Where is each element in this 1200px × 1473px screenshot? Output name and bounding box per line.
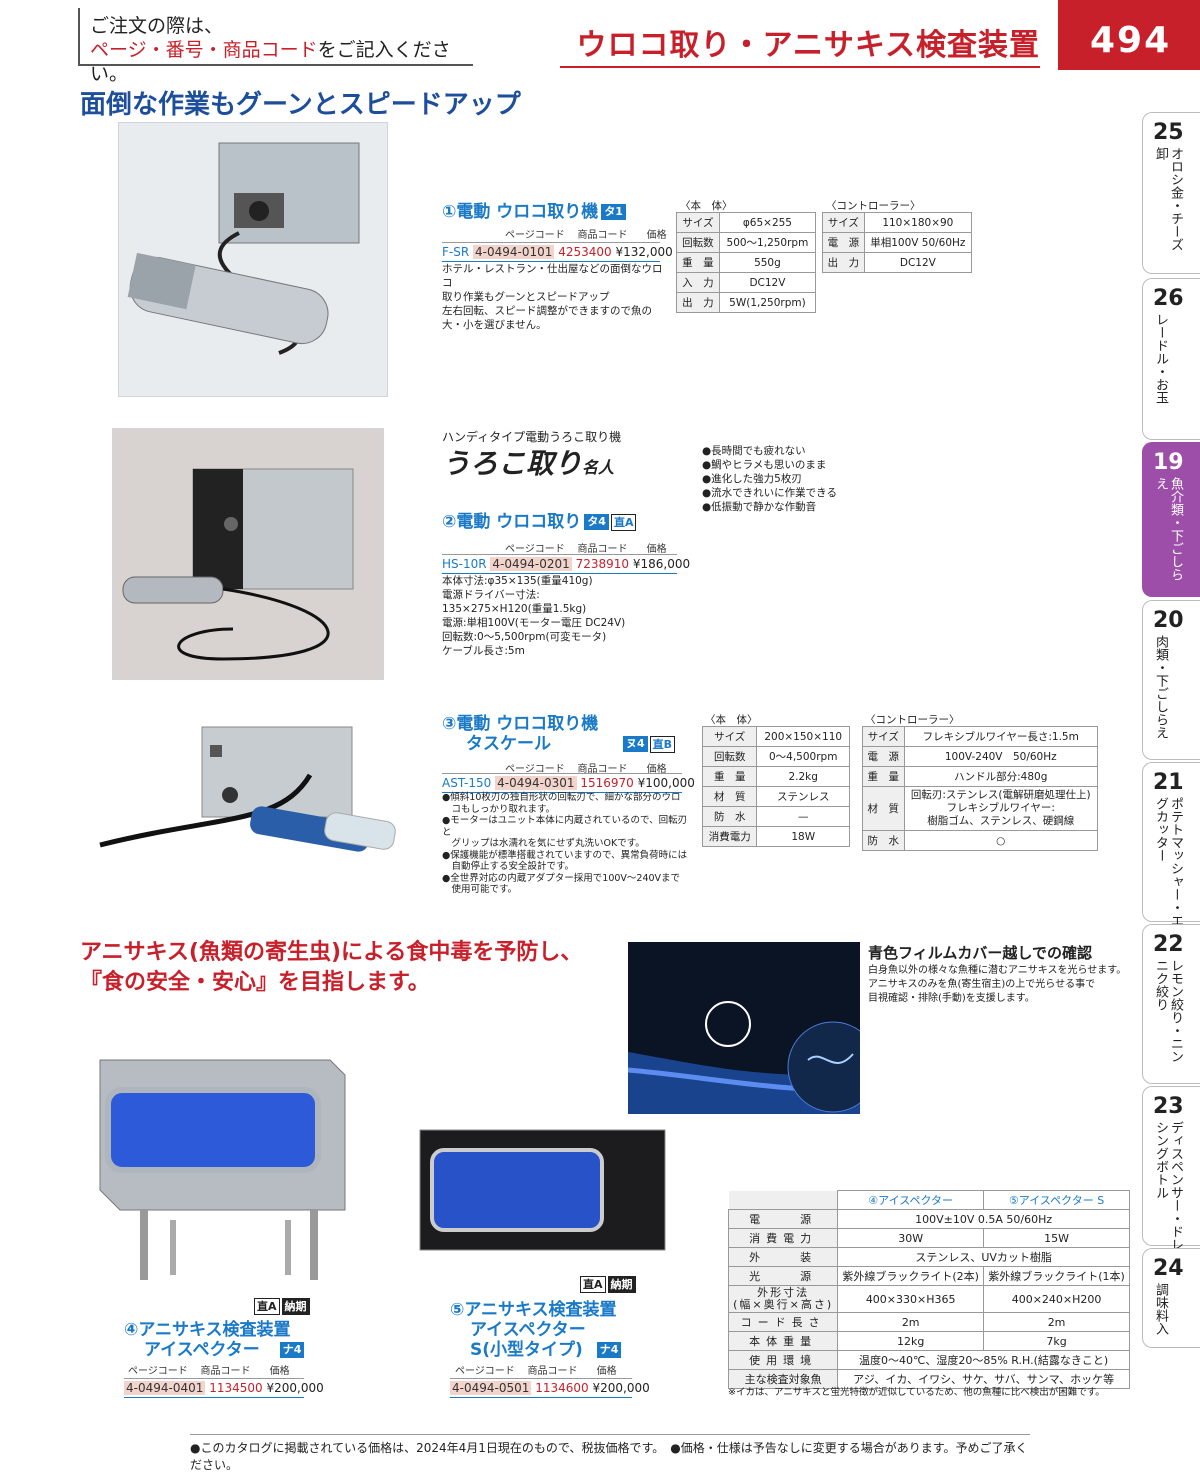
handy-scaler-image — [122, 468, 354, 661]
p3-code-row: AST-150 4-0494-0301 1516970 ¥100,000 — [442, 773, 695, 793]
order-note: ご注文の際は、 ページ・番号・商品コードをご記入ください。 — [78, 8, 473, 85]
p1-product-code: 4253400 — [558, 245, 612, 259]
film-title: 青色フィルムカバー越しでの確認 — [868, 944, 1092, 962]
product-photo-4 — [80, 1050, 350, 1290]
order-note-line1: ご注文の際は、 — [90, 15, 224, 37]
p1-desc: ホテル・レストラン・仕出屋などの面倒なウロコ取り作業もグーンとスピードアップ左右… — [442, 263, 663, 331]
p2-brand: うろこ取り — [442, 447, 583, 480]
p1-model: F-SR — [442, 245, 470, 259]
code-header-page: ページコード — [505, 230, 565, 241]
p1-ctrl-caption: 〈コントローラー〉 — [826, 200, 921, 212]
page-number: 494 — [1058, 0, 1200, 70]
p1-code-row: F-SR 4-0494-0101 4253400 ¥132,000 — [442, 242, 673, 262]
p5-badge-direct: 直A — [580, 1276, 606, 1293]
p2-badge: タ4 — [584, 514, 609, 530]
headline: 面倒な作業もグーンとスピードアップ — [80, 90, 521, 120]
p5-code-row: 4-0494-0501 1134600 ¥200,000 — [450, 1378, 650, 1398]
order-note-red: ページ・番号・商品コード — [90, 39, 318, 61]
p5-title: ⑤アニサキス検査装置 — [450, 1300, 617, 1320]
p3-body-caption: 〈本 体〉 — [705, 714, 758, 726]
code-header-product: 商品コード — [577, 230, 628, 241]
p5-title3: S(小型タイプ) — [470, 1340, 583, 1360]
p4-code-row: 4-0494-0401 1134500 ¥200,000 — [124, 1378, 324, 1398]
p2-features: ●長時間でも疲れない●鯛やヒラメも思いのまま●進化した強力5枚刃●流水できれいに… — [702, 445, 837, 513]
p1-badge: タ1 — [601, 204, 626, 220]
p5-title2: アイスペクター — [470, 1320, 586, 1340]
anisakis-glow-image — [627, 1001, 879, 1114]
product-photo-3 — [80, 715, 410, 875]
anisakis-headline: アニサキス(魚類の寄生虫)による食中毒を予防し、 『食の安全・安心』を目指します… — [80, 940, 583, 995]
p2-desc: 本体寸法:φ35×135(重量410g)電源ドライバー寸法:135×275×H1… — [442, 575, 626, 657]
p4-badge-delivery: 納期 — [281, 1298, 310, 1315]
product-photo-1 — [118, 122, 388, 397]
film-desc: 白身魚以外の様々な魚種に潜むアニサキスを光らせます。アニサキスのみを魚(寄生宿主… — [868, 965, 1127, 1004]
scaler-machine-image — [127, 142, 360, 355]
p1-price: ¥132,000 — [615, 245, 673, 259]
p4-badge: ナ4 — [279, 1342, 305, 1358]
order-note-rest: をご記入ください。 — [90, 39, 451, 85]
p2-title: ②電動 ウロコ取り — [442, 512, 582, 532]
ispector-s-image — [419, 1129, 666, 1251]
p5-badge-delivery: 納期 — [607, 1276, 636, 1293]
p2-brand-small: 名人 — [582, 458, 615, 477]
p5-badge: ナ4 — [596, 1342, 622, 1358]
compare-note: ※イカは、アニサキスと蛍光特徴が近似しているため、他の魚種に比べ検出が困難です。 — [728, 1387, 1105, 1398]
p3-badge: ヌ4 — [623, 736, 648, 752]
code-header-price: 価格 — [646, 230, 667, 241]
p3-title2: タスケール — [466, 734, 551, 754]
p4-title2: アイスペクター — [144, 1340, 260, 1360]
footer-note: ●このカタログに掲載されている価格は、2024年4月1日現在のもので、税抜価格で… — [190, 1434, 1030, 1473]
p4-badge-direct: 直A — [254, 1298, 280, 1315]
taskale-image — [99, 726, 396, 852]
film-photo — [627, 942, 879, 1114]
p3-title: ③電動 ウロコ取り機 — [442, 714, 599, 734]
p3-ctrl-caption: 〈コントローラー〉 — [865, 714, 960, 726]
p2-subtitle: ハンディタイプ電動うろこ取り機 — [442, 430, 622, 444]
category-title: ウロコ取り・アニサキス検査装置 — [560, 20, 1040, 68]
p1-body-caption: 〈本 体〉 — [680, 200, 733, 212]
product-photo-5 — [410, 1120, 670, 1260]
p4-title: ④アニサキス検査装置 — [124, 1320, 291, 1340]
ispector-image — [99, 1059, 346, 1280]
p1-title: ①電動 ウロコ取り機 — [442, 202, 599, 222]
product-photo-2 — [112, 428, 384, 680]
p2-code-row: HS-10R 4-0494-0201 7238910 ¥186,000 — [442, 554, 690, 574]
p3-desc: ●傾斜10枚刃の独自形状の回転刃で、細かな部分のウロ コもしっかり取れます。●モ… — [442, 792, 688, 895]
p3-badge-direct: 直B — [649, 735, 676, 753]
p1-page-code: 4-0494-0101 — [473, 245, 555, 259]
p2-badge-direct: 直A — [610, 513, 637, 531]
